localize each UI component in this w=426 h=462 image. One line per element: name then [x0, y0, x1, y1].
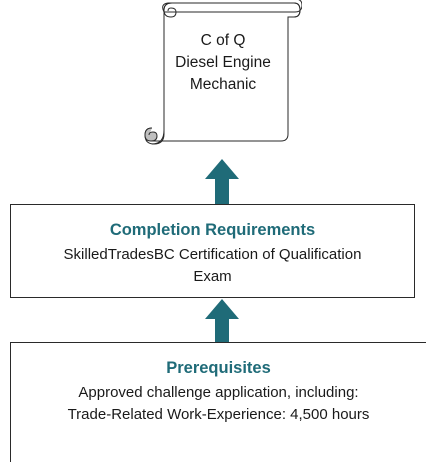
- prerequisites-box: Prerequisites Approved challenge applica…: [10, 342, 426, 462]
- scroll-shape: [144, 0, 302, 145]
- arrow-up-icon: [205, 159, 239, 205]
- certificate-scroll: C of Q Diesel Engine Mechanic: [140, 0, 302, 152]
- completion-requirements-box: Completion Requirements SkilledTradesBC …: [10, 204, 415, 298]
- completion-body: SkilledTradesBC Certification of Qualifi…: [11, 244, 414, 288]
- prerequisites-title: Prerequisites: [166, 359, 271, 377]
- completion-line-1: SkilledTradesBC Certification of Qualifi…: [63, 246, 362, 263]
- completion-title: Completion Requirements: [109, 221, 316, 239]
- prerequisites-line-1: Approved challenge application, includin…: [78, 384, 359, 401]
- certificate-line-1: C of Q: [200, 32, 246, 49]
- prerequisites-body: Approved challenge application, includin…: [11, 382, 426, 426]
- arrow-up-icon: [205, 299, 239, 343]
- completion-line-2: Exam: [193, 268, 232, 285]
- certificate-title: C of Q Diesel Engine Mechanic: [162, 30, 284, 96]
- certificate-line-3: Mechanic: [189, 76, 257, 93]
- prerequisites-line-2: Trade-Related Work-Experience: 4,500 hou…: [67, 406, 370, 423]
- certificate-line-2: Diesel Engine: [175, 54, 271, 71]
